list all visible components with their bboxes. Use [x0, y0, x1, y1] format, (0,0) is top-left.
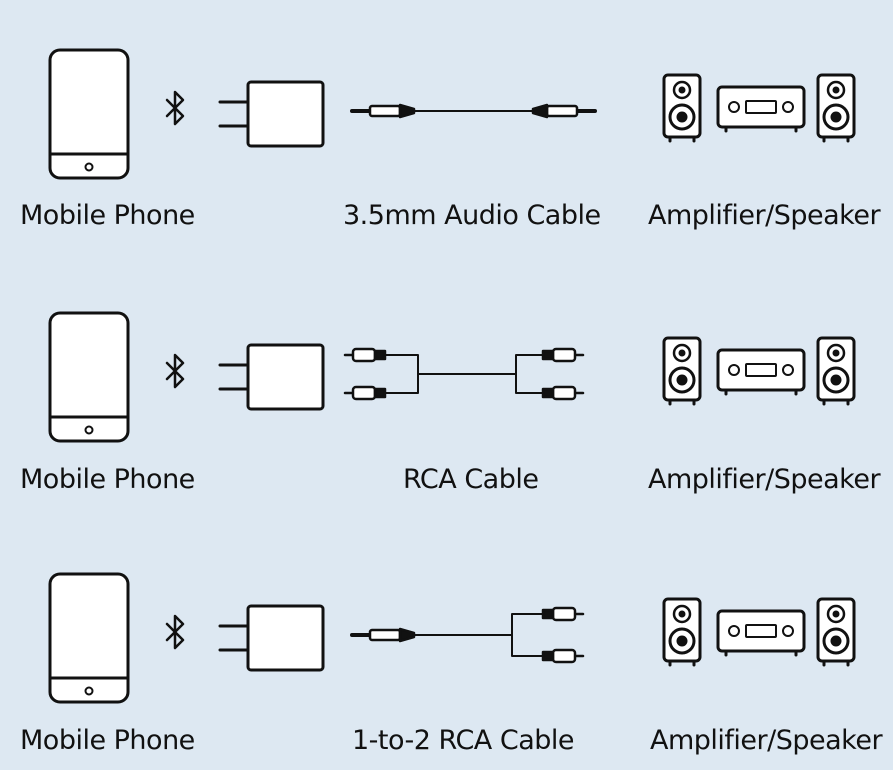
output-label-row-2: Amplifier/Speaker — [648, 464, 881, 495]
audio-jack-icon — [531, 103, 597, 119]
bluetooth-icon — [165, 353, 185, 389]
phone-icon — [48, 572, 130, 704]
audio-jack-icon — [350, 103, 416, 119]
phone-label-row-1: Mobile Phone — [20, 200, 195, 231]
speaker-icon — [816, 336, 856, 406]
rca-plug-icon — [541, 648, 585, 664]
rca-plug-icon — [541, 385, 585, 401]
cable-label-row-3: 1-to-2 RCA Cable — [352, 725, 575, 756]
phone-label-row-3: Mobile Phone — [20, 725, 195, 756]
speaker-icon — [816, 73, 856, 143]
rca-plug-icon — [343, 347, 387, 363]
audio-jack-icon — [350, 627, 416, 643]
cable-label-row-1: 3.5mm Audio Cable — [343, 200, 601, 231]
output-label-row-1: Amplifier/Speaker — [648, 200, 881, 231]
rca-plug-icon — [343, 385, 387, 401]
cable-wire — [384, 354, 544, 394]
bluetooth-receiver-icon — [218, 80, 325, 148]
amplifier-icon — [716, 85, 806, 133]
phone-icon — [48, 311, 130, 443]
bluetooth-receiver-icon — [218, 343, 325, 411]
cable-wire — [413, 613, 544, 657]
rca-plug-icon — [541, 347, 585, 363]
phone-icon — [48, 48, 130, 180]
bluetooth-icon — [165, 90, 185, 126]
bluetooth-icon — [165, 614, 185, 650]
phone-label-row-2: Mobile Phone — [20, 464, 195, 495]
rca-plug-icon — [541, 606, 585, 622]
speaker-icon — [662, 73, 702, 143]
cable-label-row-2: RCA Cable — [403, 464, 539, 495]
speaker-icon — [662, 597, 702, 667]
speaker-icon — [816, 597, 856, 667]
amplifier-icon — [716, 609, 806, 657]
amplifier-icon — [716, 348, 806, 396]
speaker-icon — [662, 336, 702, 406]
bluetooth-receiver-icon — [218, 604, 325, 672]
output-label-row-3: Amplifier/Speaker — [650, 725, 883, 756]
